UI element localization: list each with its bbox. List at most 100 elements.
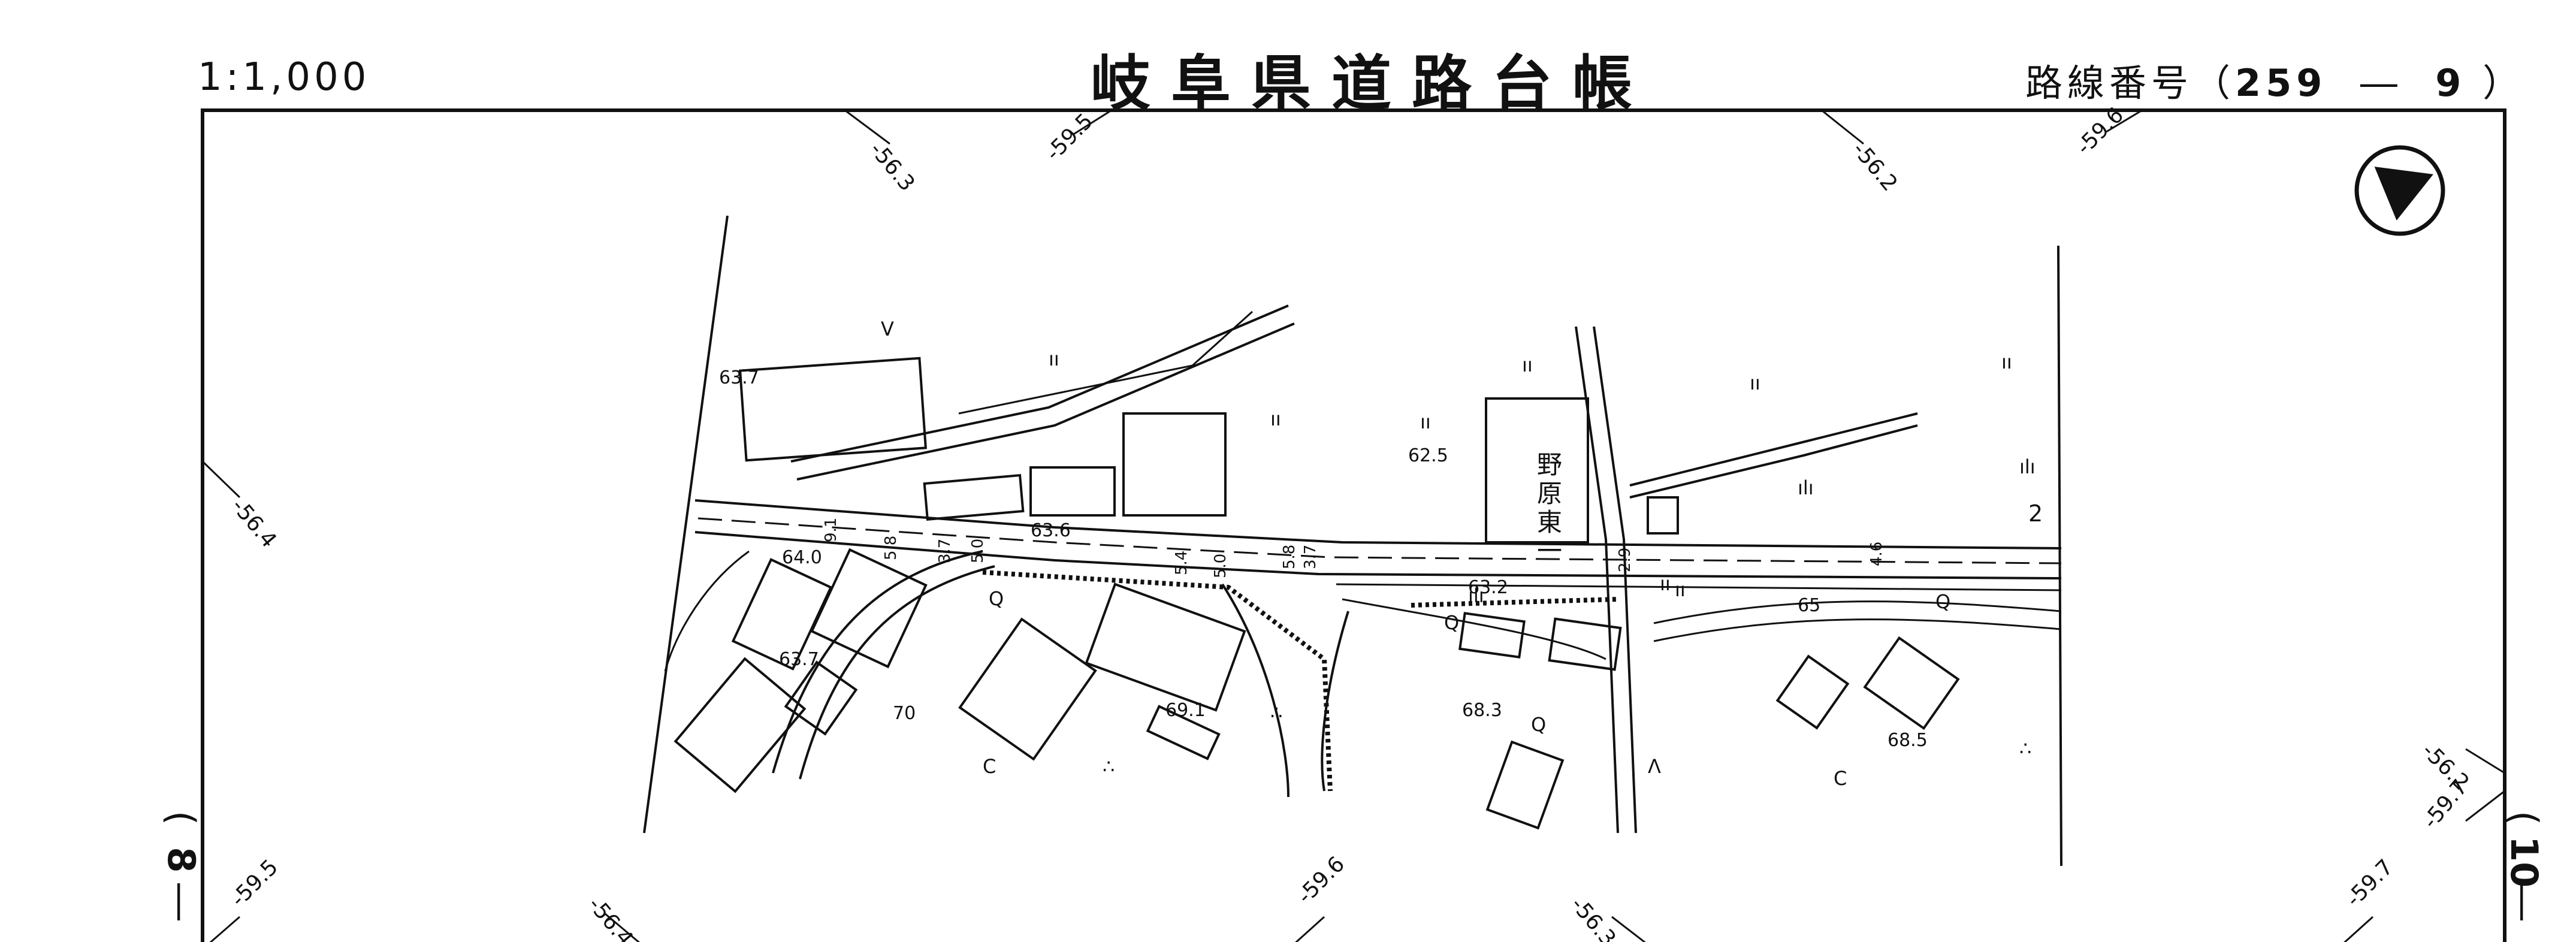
road-centerline	[697, 517, 2062, 564]
road-width-label: 5.0	[1212, 554, 1230, 578]
route-suffix: ）	[2483, 61, 2525, 105]
block-number: 2	[2028, 500, 2043, 527]
building	[738, 357, 928, 462]
elevation-label: 69.1	[1165, 700, 1206, 721]
building	[784, 660, 858, 736]
side-road	[772, 550, 983, 774]
grid-tick	[2465, 790, 2505, 822]
building	[1029, 466, 1116, 517]
road-width-label: 5.0	[969, 539, 987, 563]
map-scale: 1:1,000	[198, 55, 370, 99]
place-name-char: 野	[1537, 450, 1562, 479]
route-prefix: 路線番号（	[2025, 61, 2236, 105]
route-number: 路線番号（259 ― 9 ）	[2025, 53, 2524, 107]
diagonal-road-3	[958, 310, 1254, 415]
building	[1548, 617, 1622, 671]
grid-tick	[1072, 109, 1112, 136]
land-use-symbol: V	[881, 318, 894, 340]
land-use-symbol: Q	[1444, 611, 1459, 634]
building	[1458, 612, 1526, 659]
survey-boundary	[643, 215, 729, 834]
grid-label: -59.6	[1292, 852, 1349, 909]
grid-tick	[201, 460, 241, 499]
retaining-wall-2	[1411, 597, 1618, 608]
map-frame	[201, 108, 2506, 942]
land-use-symbol: ıı	[1270, 407, 1281, 430]
elevation-label: 63.7	[779, 649, 819, 670]
land-use-symbol: C	[1834, 767, 1847, 790]
road-width-label: 5.8	[882, 536, 900, 560]
grid-label: -56.2	[1847, 137, 1902, 196]
elevation-label: 62.5	[1408, 445, 1448, 466]
land-use-symbol: ıı	[1049, 348, 1059, 370]
north-arrow-icon-needle	[2374, 167, 2433, 221]
place-name-char: 原	[1537, 479, 1562, 508]
road-edge-north	[694, 499, 2062, 550]
elevation-label: 63.2	[1468, 577, 1508, 598]
grid-label: -59.7	[2341, 855, 2398, 912]
grid-tick	[605, 913, 641, 942]
building	[1085, 582, 1246, 712]
diagonal-road-2	[796, 322, 1295, 481]
land-use-symbol: ıı	[1660, 572, 1671, 595]
land-use-symbol: C	[983, 755, 996, 778]
grid-label: -56.3	[865, 137, 919, 196]
building	[731, 558, 833, 671]
land-use-symbol: ∴	[1270, 701, 1282, 724]
land-use-symbol: Q	[1935, 590, 1950, 613]
building	[923, 473, 1025, 521]
grid-label: -59.5	[226, 855, 283, 912]
building	[958, 617, 1097, 761]
elevation-label: 63.7	[719, 367, 759, 388]
road-to-south	[1221, 583, 1289, 798]
place-name-char: 一	[1537, 536, 1562, 566]
road-width-label: 5.4	[1173, 551, 1191, 575]
grid-tick	[2106, 109, 2143, 133]
south-road-2	[1653, 600, 2062, 624]
elevation-label: 65	[1798, 595, 1820, 616]
land-use-symbol: ∴	[1103, 755, 1115, 778]
land-use-symbol: Q	[989, 587, 1004, 610]
elevation-label: 68.3	[1462, 700, 1502, 721]
land-use-symbol: ıı	[1522, 354, 1533, 376]
road-width-label: 3.7	[936, 539, 954, 563]
land-use-symbol: ılı	[2019, 455, 2036, 478]
road-width-label: 9.1	[822, 518, 840, 542]
land-use-symbol: ılı	[1468, 584, 1484, 607]
grid-tick	[2465, 748, 2505, 774]
road-to-south-2	[1321, 611, 1349, 792]
place-name-char: 東	[1537, 508, 1562, 537]
land-use-symbol: ılı	[1798, 476, 1814, 499]
elevation-label: 70	[893, 703, 916, 724]
building	[674, 657, 807, 793]
land-use-symbol: Λ	[1648, 755, 1661, 778]
route-number-value: 259	[2235, 61, 2327, 105]
grid-tick	[1821, 109, 1864, 145]
road-width-label: 3.7	[1301, 545, 1319, 569]
building	[1122, 412, 1227, 517]
elevation-label: 63.6	[1031, 520, 1071, 541]
south-road	[1342, 598, 1606, 660]
grid-tick	[1611, 916, 1646, 942]
survey-boundary-right	[2057, 245, 2062, 866]
road-edge-south	[694, 531, 2062, 579]
grid-tick	[844, 109, 890, 145]
building	[1485, 740, 1565, 830]
land-use-symbol: ıı	[1675, 578, 1686, 601]
elevation-label: 64.0	[782, 547, 822, 568]
page-title: 岐阜県道路台帳	[1091, 49, 1653, 119]
retaining-wall	[982, 570, 1333, 792]
elevation-label: 68.5	[1888, 730, 1928, 751]
route-dash: ―	[2360, 61, 2402, 105]
building	[1775, 654, 1850, 730]
waterway	[1575, 326, 1619, 834]
side-road-3	[664, 550, 750, 672]
road-width-label: 4.6	[1868, 542, 1886, 566]
grid-tick	[2344, 916, 2374, 942]
road-width-label: 5.8	[1281, 545, 1298, 569]
ditch	[1629, 412, 1918, 487]
grid-label: -59.5	[1041, 109, 1098, 166]
north-arrow-icon	[2354, 145, 2445, 236]
